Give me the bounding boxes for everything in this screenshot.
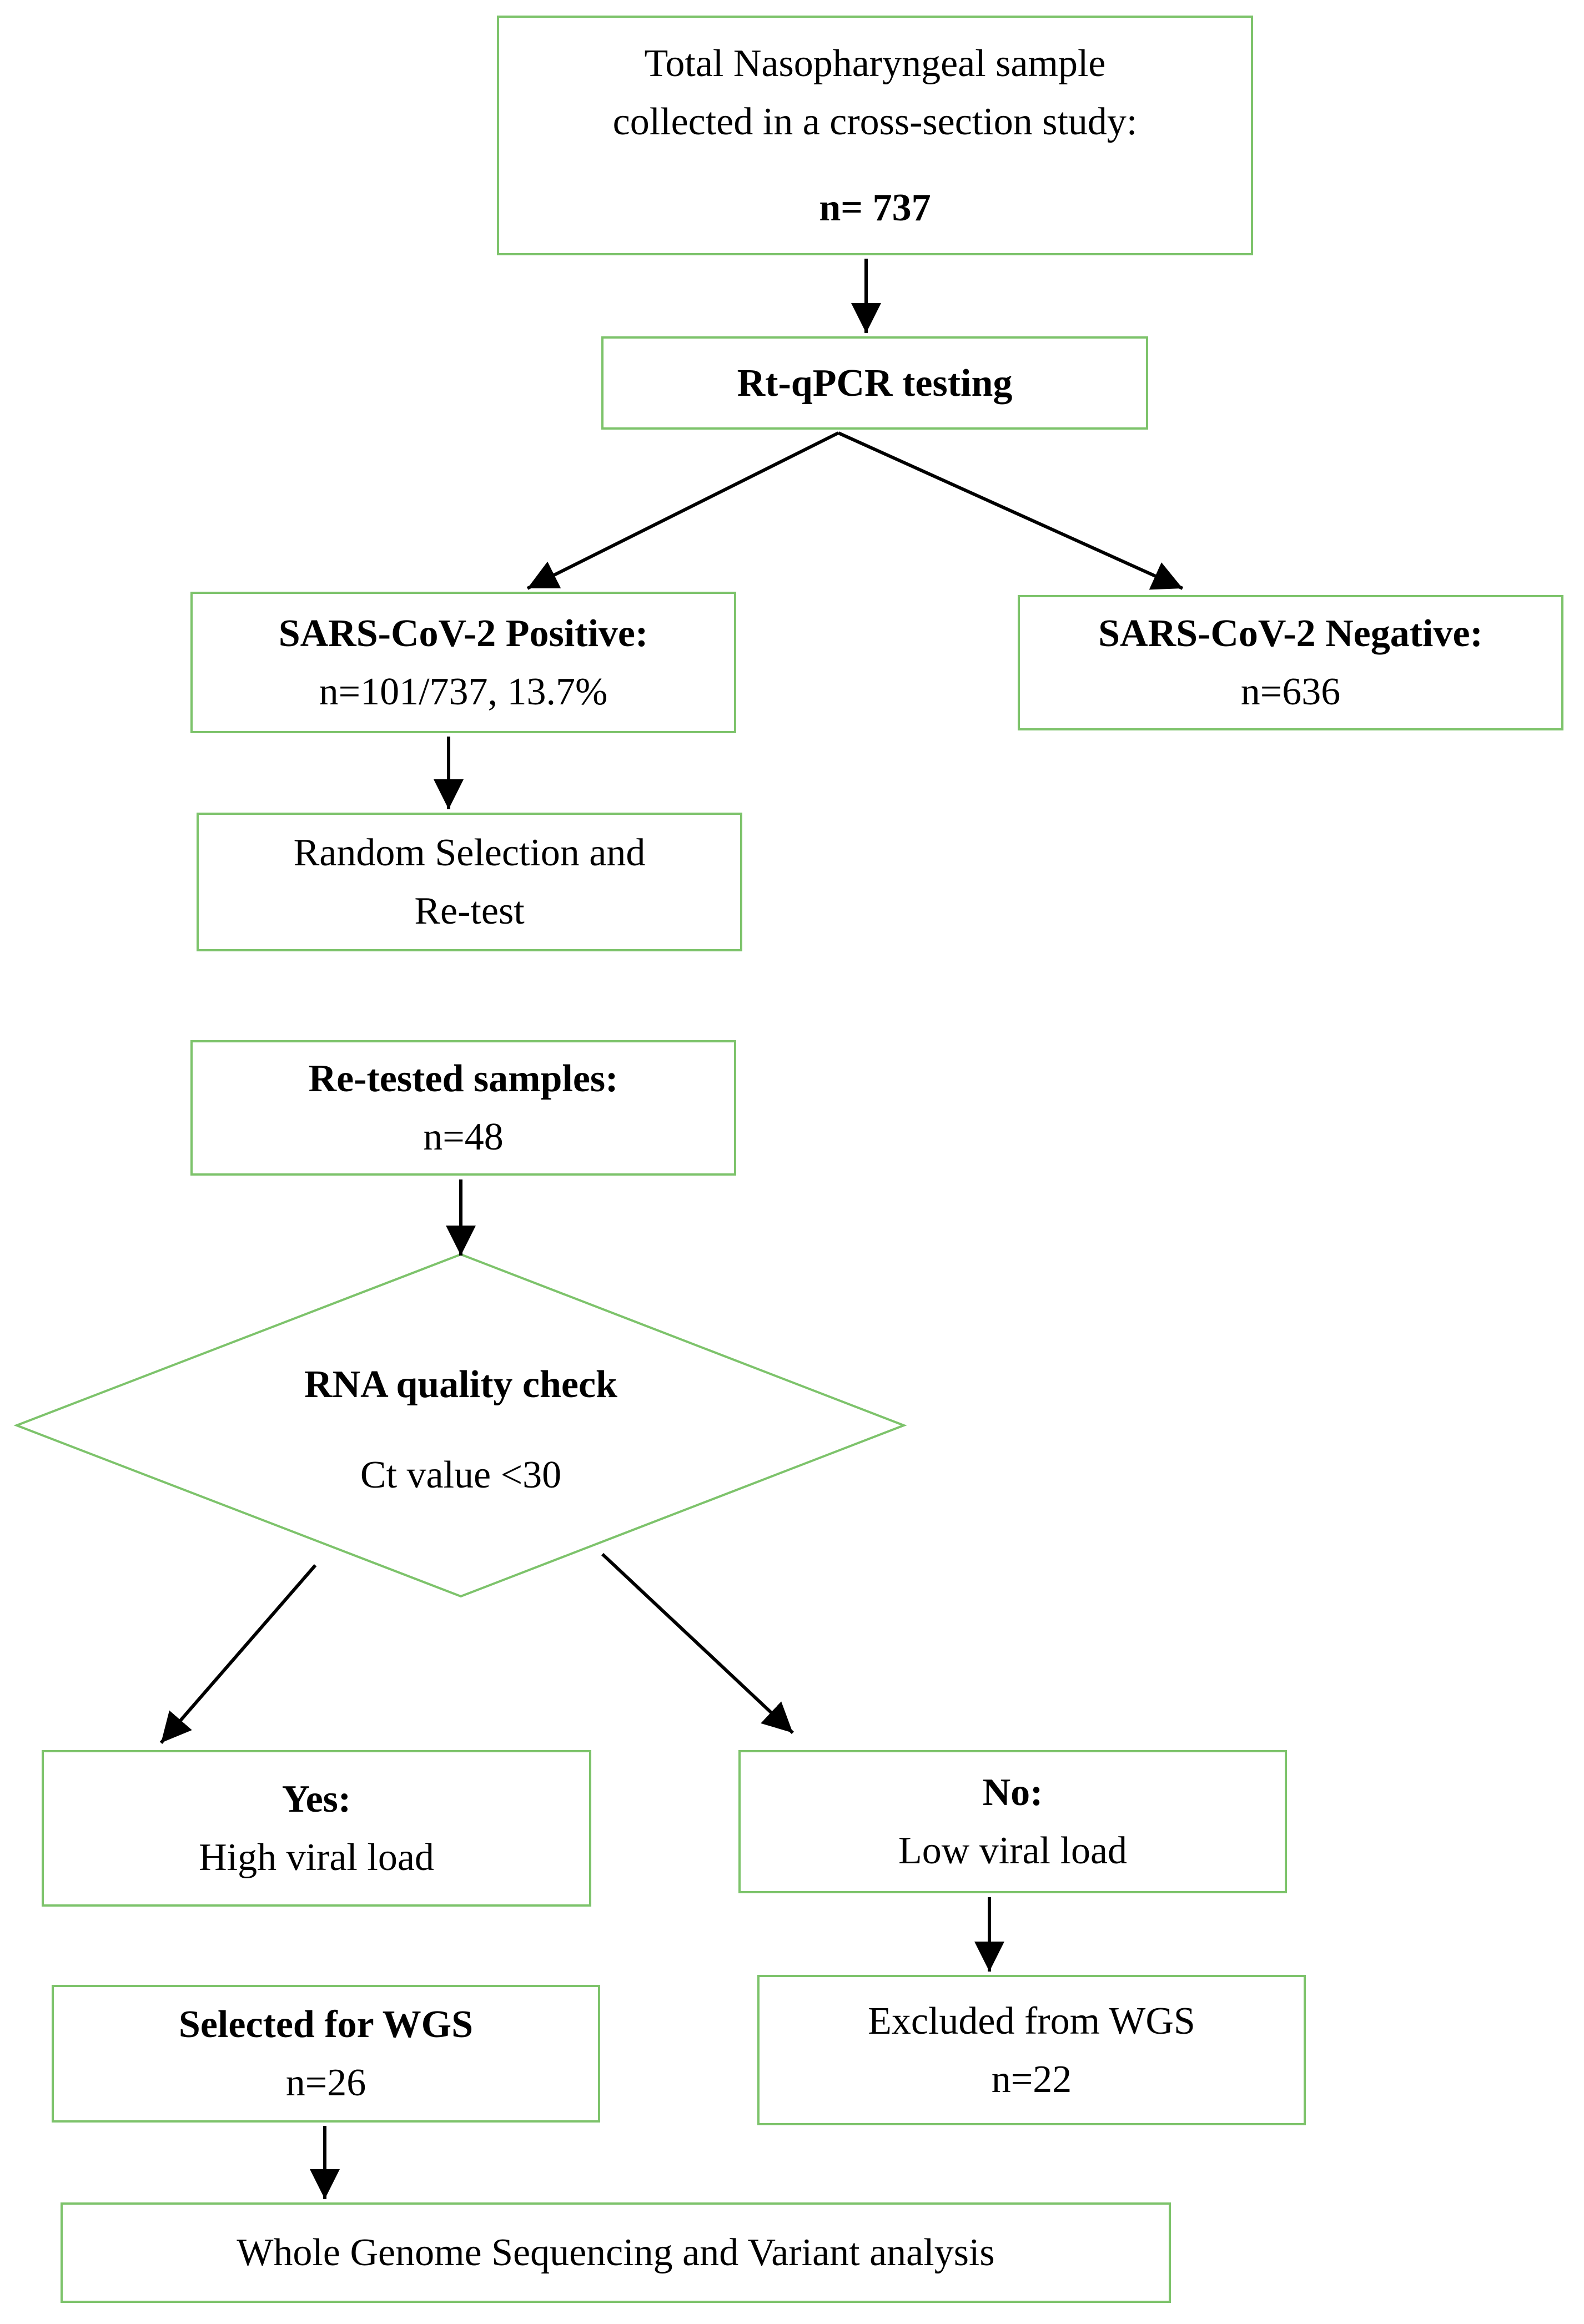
- random-selection-line1: Random Selection and: [293, 831, 646, 874]
- total-samples-count: n= 737: [819, 186, 931, 229]
- yes-title: Yes:: [281, 1778, 351, 1821]
- selected-count: n=26: [285, 2061, 366, 2104]
- total-samples-line2: collected in a cross-section study:: [612, 100, 1138, 143]
- arrow-quality-to-yes: [159, 1564, 317, 1744]
- yes-detail: High viral load: [199, 1836, 434, 1879]
- retested-title: Re-tested samples:: [308, 1057, 618, 1100]
- excluded-title: Excluded from WGS: [868, 1999, 1195, 2043]
- no-title: No:: [982, 1771, 1043, 1814]
- quality-check-title: RNA quality check: [304, 1363, 617, 1406]
- positive-box: SARS-CoV-2 Positive: n=101/737, 13.7%: [190, 592, 736, 733]
- arrow-testing-to-negative: [837, 431, 1184, 590]
- random-selection-box: Random Selection and Re-test: [197, 813, 742, 951]
- retested-count: n=48: [423, 1116, 504, 1158]
- rt-qpcr-testing-label: Rt-qPCR testing: [737, 361, 1013, 405]
- quality-check-diamond: [13, 1253, 907, 1598]
- no-detail: Low viral load: [898, 1829, 1128, 1872]
- total-samples-box: Total Nasopharyngeal sample collected in…: [497, 16, 1253, 255]
- excluded-box: Excluded from WGS n=22: [757, 1975, 1306, 2125]
- negative-box: SARS-CoV-2 Negative: n=636: [1018, 595, 1563, 730]
- positive-count: n=101/737, 13.7%: [319, 670, 608, 713]
- retested-box: Re-tested samples: n=48: [190, 1040, 736, 1176]
- selected-title: Selected for WGS: [178, 2003, 474, 2046]
- excluded-count: n=22: [991, 2058, 1072, 2101]
- quality-check-criterion: Ct value <30: [360, 1454, 562, 1496]
- selected-box: Selected for WGS n=26: [52, 1985, 600, 2123]
- negative-title: SARS-CoV-2 Negative:: [1098, 612, 1483, 655]
- arrow-quality-to-no: [601, 1552, 794, 1735]
- yes-box: Yes: High viral load: [42, 1750, 591, 1907]
- total-samples-line1: Total Nasopharyngeal sample: [644, 42, 1106, 85]
- negative-count: n=636: [1240, 671, 1341, 713]
- random-selection-line2: Re-test: [414, 890, 525, 932]
- positive-title: SARS-CoV-2 Positive:: [278, 612, 648, 655]
- rt-qpcr-testing-box: Rt-qPCR testing: [601, 336, 1148, 430]
- no-box: No: Low viral load: [738, 1750, 1287, 1893]
- arrow-testing-to-positive: [526, 431, 839, 590]
- final-step-box: Whole Genome Sequencing and Variant anal…: [61, 2202, 1171, 2303]
- final-step-label: Whole Genome Sequencing and Variant anal…: [237, 2231, 995, 2274]
